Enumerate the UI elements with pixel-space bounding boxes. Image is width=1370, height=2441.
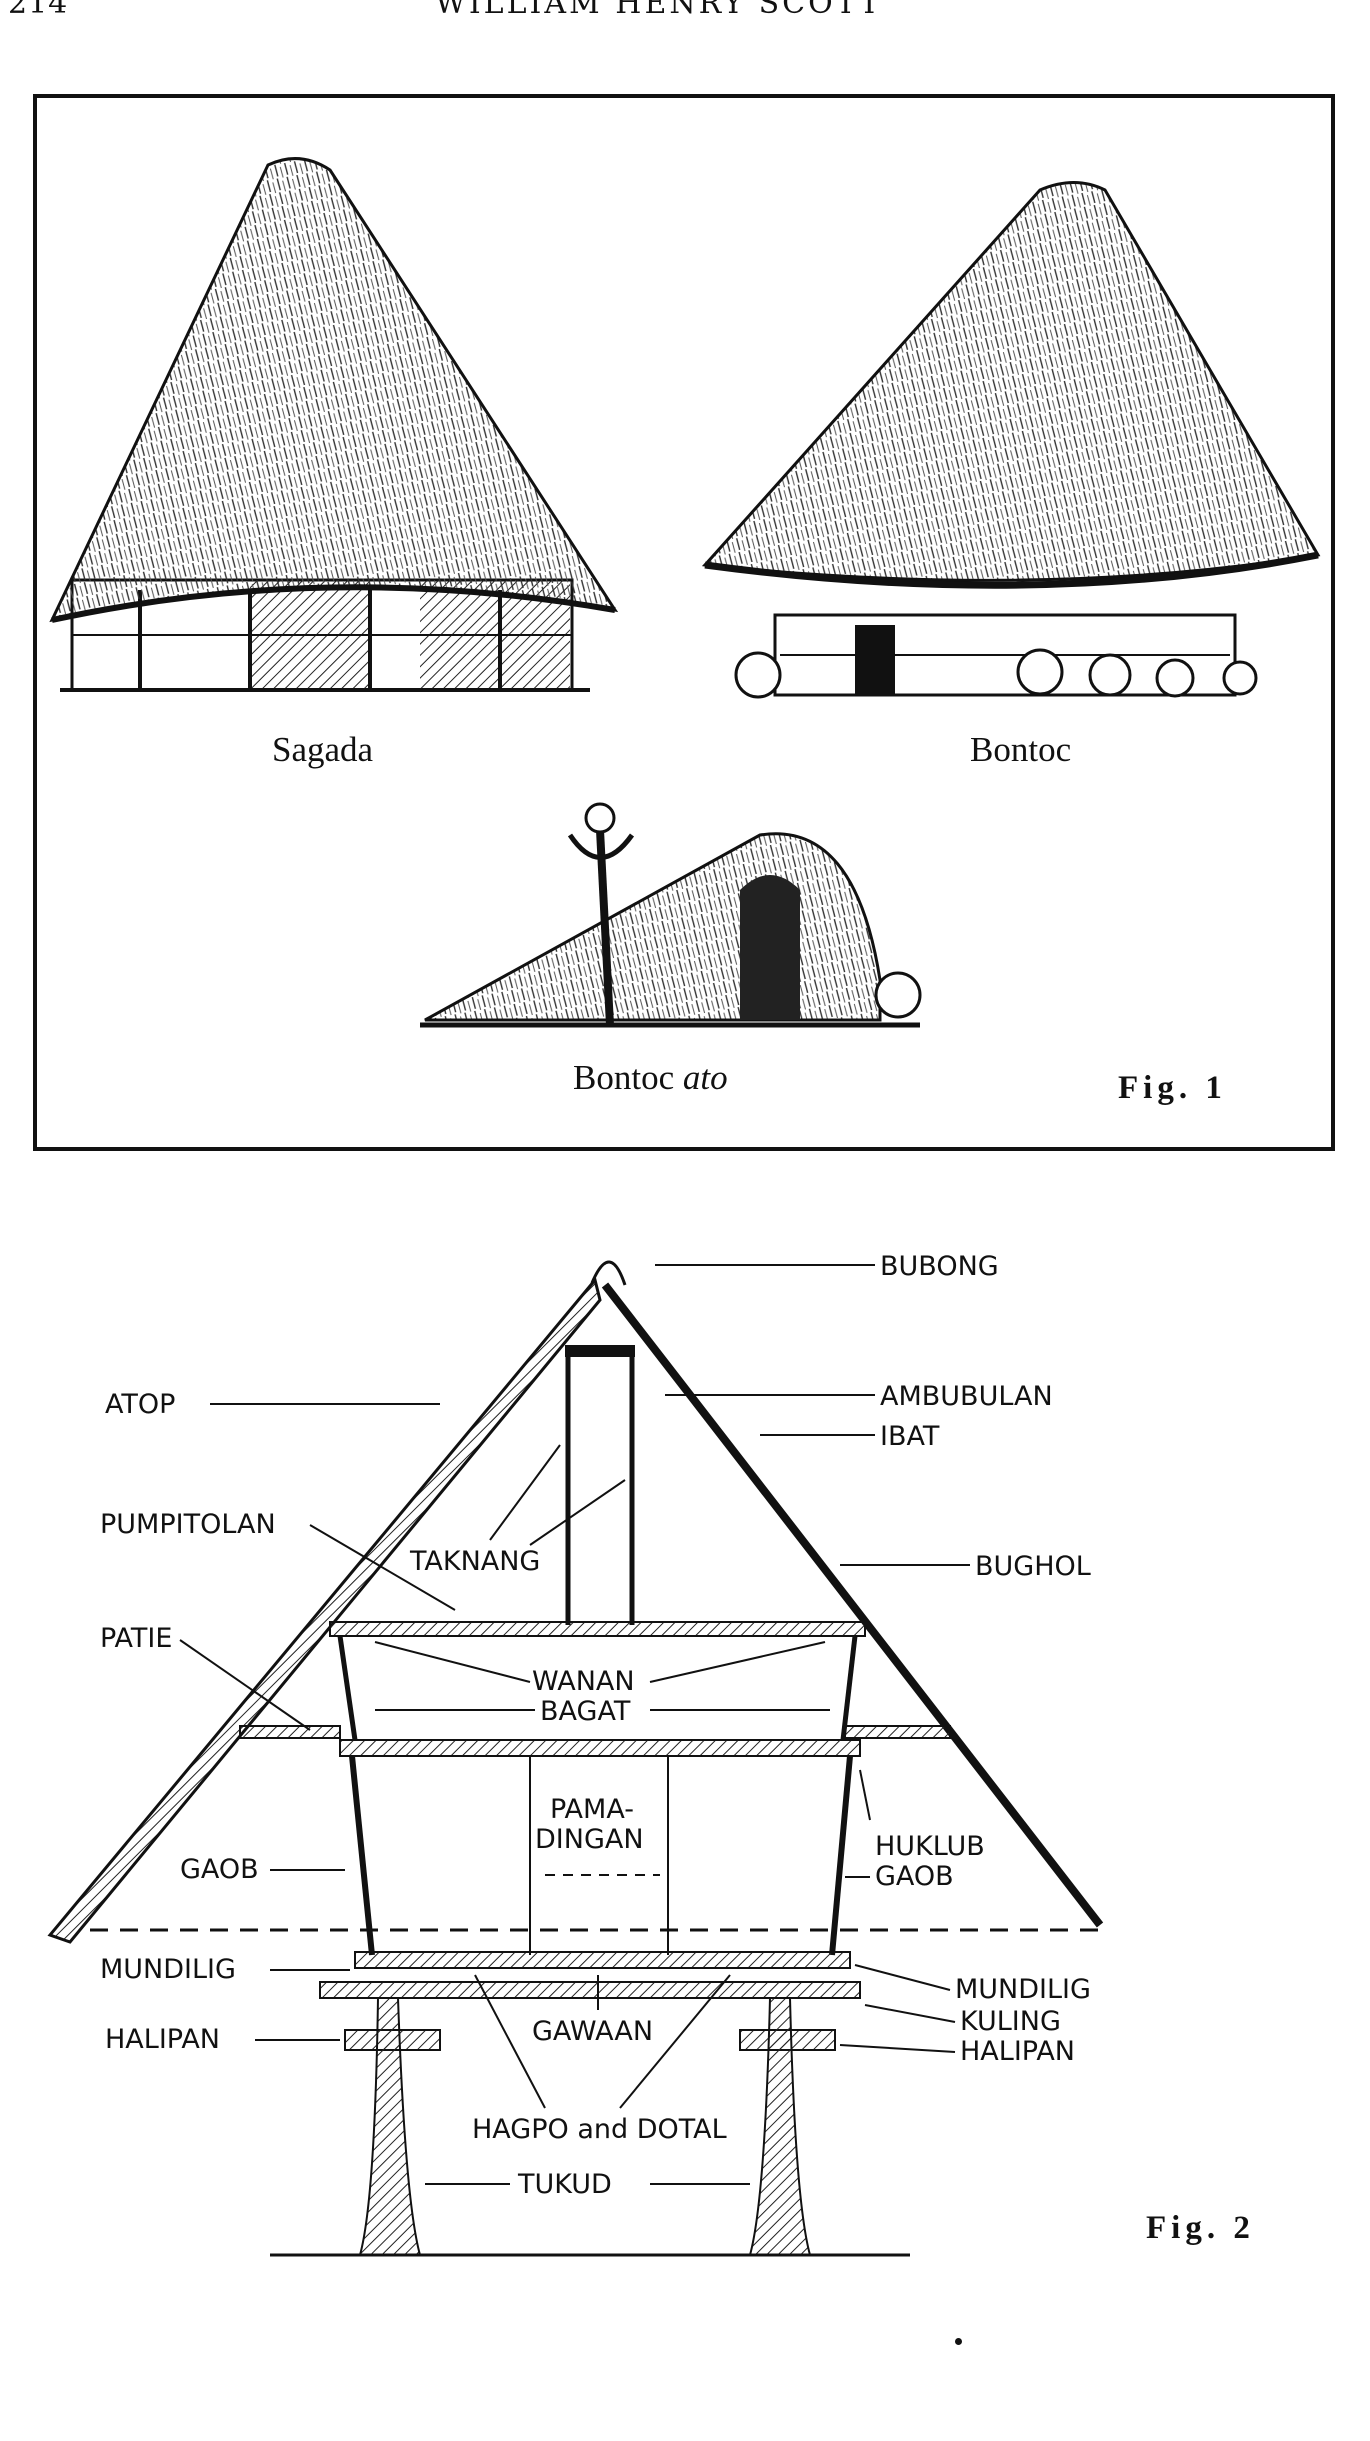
label-patie: PATIE [100,1623,172,1654]
page-number: 214 [8,0,69,21]
sagada-house-drawing [49,157,619,692]
label-kuling: KULING [960,2006,1061,2037]
label-ibat: IBAT [880,1421,940,1452]
label-mundilig-left: MUNDILIG [100,1954,236,1985]
caption-ato-italic: ato [682,1058,728,1097]
label-hagpo-dotal: HAGPO and DOTAL [472,2114,727,2145]
label-wanan: WANAN [532,1666,635,1697]
label-atop: ATOP [105,1389,175,1420]
figure-2-label: Fig. 2 [1146,2210,1255,2246]
figure-1-frame [33,94,1335,1151]
label-ambubulan: AMBUBULAN [880,1381,1053,1412]
label-halipan-right: HALIPAN [960,2036,1075,2067]
label-tukud: TUKUD [517,2169,612,2200]
label-huklub: HUKLUB [875,1831,985,1862]
running-header: 214 WILLIAM HENRY SCOTT [0,0,1370,26]
label-pama: PAMA- [550,1794,634,1825]
label-bubong: BUBONG [880,1251,999,1282]
caption-bontoc: Bontoc [970,730,1072,769]
caption-ato-prefix: Bontoc [573,1058,683,1097]
caption-bontoc-ato: Bontoc ato [573,1058,728,1098]
caption-sagada: Sagada [272,730,374,769]
label-mundilig-right: MUNDILIG [955,1974,1091,2005]
label-bagat: BAGAT [540,1696,631,1727]
label-gawaan: GAWAAN [532,2016,653,2047]
bontoc-house-drawing [701,181,1321,699]
label-taknang: TAKNANG [409,1546,540,1577]
label-halipan-left: HALIPAN [105,2024,220,2055]
bontoc-ato-drawing [420,802,922,1028]
label-pumpitolan: PUMPITOLAN [100,1509,276,1540]
figure-1-label: Fig. 1 [1118,1070,1227,1106]
label-gaob-left: GAOB [180,1854,259,1885]
label-bughol: BUGHOL [975,1551,1091,1582]
label-dingan: DINGAN [535,1824,644,1855]
granary-cross-section [47,1260,1110,2257]
label-gaob-right: GAOB [875,1861,954,1892]
running-title: WILLIAM HENRY SCOTT [435,0,883,21]
stray-dot [955,2338,962,2345]
figure-2-labels: BUBONG ATOP AMBUBULAN IBAT PUMPITOLAN TA… [100,1251,1091,2200]
